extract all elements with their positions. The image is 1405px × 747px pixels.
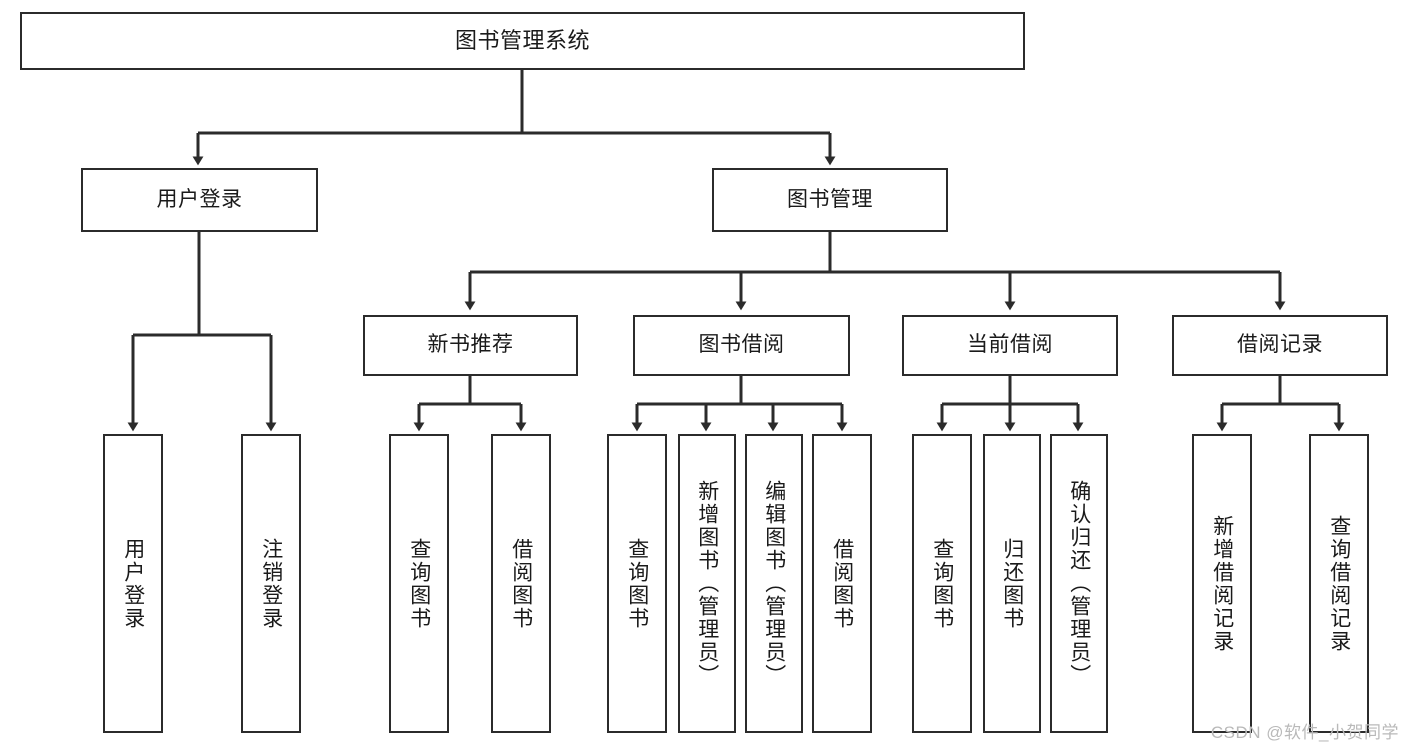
leaf-confirm-return[interactable]: 确认归还（管理员） (1050, 434, 1108, 733)
leaf-query-record-label: 查询借阅记录 (1327, 514, 1351, 653)
leaf-borrow-book-1[interactable]: 借阅图书 (491, 434, 551, 733)
node-borrow-record[interactable]: 借阅记录 (1172, 315, 1388, 376)
node-book-manage-label: 图书管理 (787, 187, 873, 211)
leaf-add-book-label: 新增图书（管理员） (695, 480, 719, 687)
node-borrow-record-label: 借阅记录 (1237, 333, 1323, 357)
node-current-borrow-label: 当前借阅 (967, 333, 1053, 357)
node-new-book-recommend-label: 新书推荐 (427, 333, 514, 357)
leaf-add-record-label: 新增借阅记录 (1210, 514, 1234, 653)
leaf-return-book-label: 归还图书 (1000, 537, 1024, 630)
leaf-query-book-2[interactable]: 查询图书 (607, 434, 667, 733)
node-new-book-recommend[interactable]: 新书推荐 (363, 315, 578, 376)
node-book-manage[interactable]: 图书管理 (712, 168, 948, 232)
leaf-logout[interactable]: 注销登录 (241, 434, 301, 733)
leaf-borrow-book-1-label: 借阅图书 (509, 537, 533, 630)
leaf-borrow-book-2-label: 借阅图书 (830, 537, 854, 630)
leaf-user-login-label: 用户登录 (121, 537, 145, 630)
leaf-query-book-1-label: 查询图书 (407, 537, 431, 630)
leaf-confirm-return-label: 确认归还（管理员） (1067, 480, 1091, 687)
leaf-user-login[interactable]: 用户登录 (103, 434, 163, 733)
node-root-label: 图书管理系统 (454, 28, 590, 54)
node-user-login-label: 用户登录 (156, 187, 243, 211)
leaf-query-record[interactable]: 查询借阅记录 (1309, 434, 1369, 733)
leaf-edit-book[interactable]: 编辑图书（管理员） (745, 434, 803, 733)
leaf-edit-book-label: 编辑图书（管理员） (762, 480, 786, 687)
leaf-query-book-3[interactable]: 查询图书 (912, 434, 972, 733)
node-user-login[interactable]: 用户登录 (81, 168, 318, 232)
leaf-borrow-book-2[interactable]: 借阅图书 (812, 434, 872, 733)
leaf-query-book-2-label: 查询图书 (625, 537, 649, 630)
leaf-query-book-1[interactable]: 查询图书 (389, 434, 449, 733)
leaf-add-record[interactable]: 新增借阅记录 (1192, 434, 1252, 733)
leaf-add-book[interactable]: 新增图书（管理员） (678, 434, 736, 733)
node-book-borrow[interactable]: 图书借阅 (633, 315, 850, 376)
node-current-borrow[interactable]: 当前借阅 (902, 315, 1118, 376)
node-root[interactable]: 图书管理系统 (20, 12, 1025, 70)
node-book-borrow-label: 图书借阅 (698, 333, 785, 357)
leaf-logout-label: 注销登录 (259, 537, 283, 630)
leaf-query-book-3-label: 查询图书 (930, 537, 954, 630)
leaf-return-book[interactable]: 归还图书 (983, 434, 1041, 733)
